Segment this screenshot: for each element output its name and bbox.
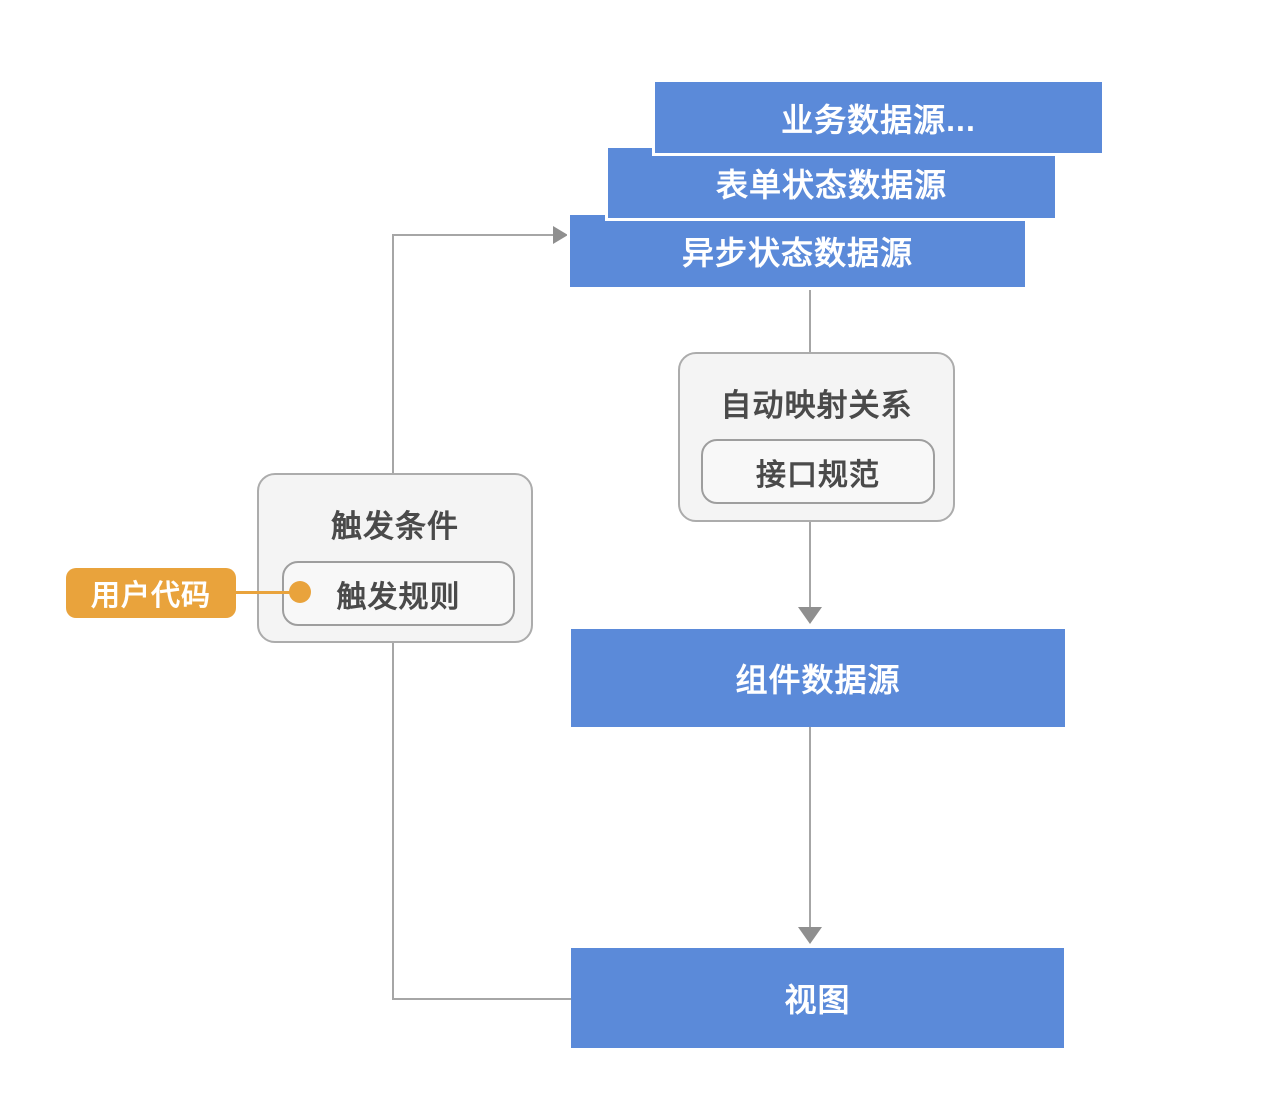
panel-trigger-condition: 触发条件 触发规则 <box>257 473 533 643</box>
node-business-source: 业务数据源... <box>655 82 1102 153</box>
node-trigger-rule: 触发规则 <box>282 561 515 626</box>
arrow-down-icon <box>798 927 822 944</box>
tag-user-code-label: 用户代码 <box>90 580 211 612</box>
node-business-source-label: 业务数据源... <box>781 101 976 138</box>
arrow-right-icon <box>553 226 568 244</box>
connector-mapping-to-component <box>809 522 811 607</box>
connector-trigger-to-view-horizontal <box>392 998 571 1000</box>
node-trigger-rule-label: 触发规则 <box>336 580 461 614</box>
node-component-source-label: 组件数据源 <box>735 662 901 698</box>
tag-user-code: 用户代码 <box>66 568 236 618</box>
node-view-label: 视图 <box>784 982 851 1018</box>
connector-trigger-to-view-vertical <box>392 643 394 1000</box>
connector-component-to-view <box>809 727 811 927</box>
node-component-source: 组件数据源 <box>571 629 1065 727</box>
connector-trigger-to-stack-vertical <box>392 235 394 473</box>
connector-trigger-to-stack-horizontal <box>392 234 553 236</box>
panel-auto-mapping: 自动映射关系 接口规范 <box>678 352 955 522</box>
connector-stack-to-mapping <box>809 287 811 352</box>
node-interface-spec: 接口规范 <box>701 439 935 504</box>
connector-user-code <box>236 591 295 594</box>
node-async-state-source-label: 异步状态数据源 <box>681 235 913 271</box>
node-form-state-source: 表单状态数据源 <box>608 148 1055 218</box>
node-interface-spec-label: 接口规范 <box>756 458 880 492</box>
panel-auto-mapping-title: 自动映射关系 <box>720 388 913 423</box>
node-async-state-source: 异步状态数据源 <box>570 215 1025 287</box>
panel-trigger-condition-title: 触发条件 <box>331 509 459 544</box>
arrow-down-icon <box>798 607 822 624</box>
node-view: 视图 <box>571 948 1064 1048</box>
node-form-state-source-label: 表单状态数据源 <box>715 167 947 203</box>
orange-dot-icon <box>289 581 311 603</box>
